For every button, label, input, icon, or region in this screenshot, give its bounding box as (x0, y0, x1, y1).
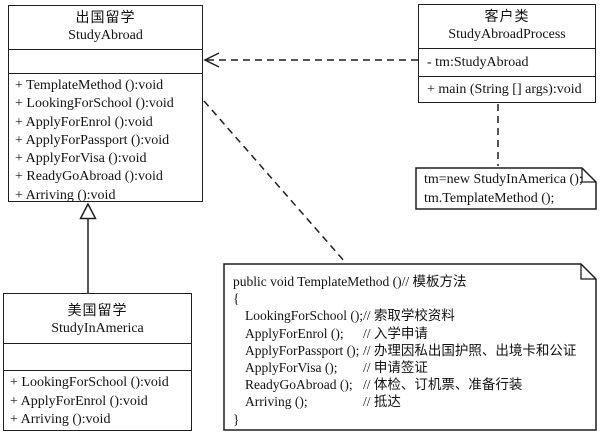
attribute-item: - tm:StudyAbroad (427, 55, 529, 70)
code-line: ApplyForEnrol (); // 入学申请 (233, 325, 597, 342)
class-box-study-abroad-process: 客户类 StudyAbroadProcess - tm:StudyAbroad … (418, 4, 596, 103)
attributes-compartment: - tm:StudyAbroad (419, 48, 595, 76)
code-comment: // 体检、订机票、准备行装 (363, 377, 523, 393)
code-comment: // 入学申请 (363, 325, 428, 341)
class-box-study-abroad: 出国留学 StudyAbroad + TemplateMethod ():voi… (8, 5, 203, 205)
method-item: + LookingForSchool ():void (10, 375, 169, 390)
note-outline (415, 167, 597, 210)
note-line: tm=new StudyInAmerica (); (424, 172, 583, 187)
note-client-code: tm=new StudyInAmerica (); tm.TemplateMet… (415, 167, 597, 210)
code-header-line: public void TemplateMethod ()// 模板方法 (233, 273, 597, 290)
class-name-cn: 美国留学 (67, 304, 128, 319)
methods-compartment: + TemplateMethod ():void + LookingForSch… (9, 73, 202, 205)
class-box-study-in-america: 美国留学 StudyInAmerica + LookingForSchool (… (3, 293, 192, 431)
class-name-cn: 客户类 (484, 10, 530, 25)
code-line: Arriving (); // 抵达 (233, 393, 597, 410)
class-name-en: StudyAbroad (68, 28, 143, 43)
note-template-method: public void TemplateMethod ()// 模板方法 { L… (223, 263, 597, 431)
code-call: LookingForSchool (); (245, 308, 364, 324)
code-call: ApplyForPassport (); (245, 342, 360, 358)
code-call: ApplyForEnrol (); (245, 325, 344, 341)
code-comment: // 申请签证 (363, 360, 428, 376)
code-comment: // 抵达 (363, 394, 401, 410)
method-item: + LookingForSchool ():void (15, 96, 174, 112)
code-comment: // 索取学校资料 (363, 308, 455, 324)
code-line: ReadyGoAbroad (); // 体检、订机票、准备行装 (233, 376, 597, 393)
code-close-brace: } (233, 411, 240, 427)
class-name-en: StudyAbroadProcess (448, 27, 566, 42)
method-item: + main (String [] args):void (427, 82, 582, 97)
methods-compartment: + main (String [] args):void (419, 76, 595, 102)
code-call: Arriving (); (245, 394, 308, 410)
class-title-study-in-america: 美国留学 StudyInAmerica (4, 294, 191, 343)
class-name-en: StudyInAmerica (51, 321, 144, 336)
class-title-study-abroad: 出国留学 StudyAbroad (9, 6, 202, 49)
method-item: + ApplyForVisa ():void (15, 151, 147, 167)
attributes-compartment-empty (9, 49, 202, 73)
template-note-anchor-line (203, 100, 346, 263)
code-line: LookingForSchool (); // 索取学校资料 (233, 307, 597, 324)
code-header-comment: // 模板方法 (401, 274, 467, 289)
method-item: + ReadyGoAbroad ():void (15, 169, 163, 185)
class-name-cn: 出国留学 (75, 11, 136, 26)
attributes-compartment-empty (4, 343, 191, 370)
code-comment: // 办理因私出国护照、出境卡和公证 (363, 342, 577, 358)
code-line: ApplyForVisa (); // 申请签证 (233, 359, 597, 376)
generalization-hollow-triangle (79, 202, 97, 220)
code-call: ApplyForVisa (); (245, 360, 338, 376)
method-item: + Arriving ():void (15, 187, 116, 203)
method-item: + ApplyForEnrol ():void (15, 114, 153, 130)
code-call: ReadyGoAbroad (); (245, 377, 353, 393)
note-fold-icon (580, 264, 596, 280)
code-open-brace: { (233, 291, 240, 307)
note-body: tm=new StudyInAmerica (); tm.TemplateMet… (415, 167, 597, 208)
note-outline (223, 263, 597, 431)
dependency-open-arrowhead (203, 52, 220, 68)
note-line: tm.TemplateMethod (); (424, 190, 555, 206)
code-header: public void TemplateMethod () (233, 274, 402, 289)
note-body: public void TemplateMethod ()// 模板方法 { L… (223, 263, 597, 428)
method-item: + ApplyForPassport ():void (15, 132, 170, 148)
note-fold-icon (581, 168, 596, 183)
class-title-client: 客户类 StudyAbroadProcess (419, 5, 595, 48)
methods-compartment: + LookingForSchool ():void + ApplyForEnr… (4, 370, 191, 430)
code-line: ApplyForPassport (); // 办理因私出国护照、出境卡和公证 (233, 342, 597, 359)
method-item: + Arriving ():void (10, 412, 111, 427)
method-item: + ApplyForEnrol ():void (10, 393, 148, 409)
method-item: + TemplateMethod ():void (15, 78, 164, 93)
